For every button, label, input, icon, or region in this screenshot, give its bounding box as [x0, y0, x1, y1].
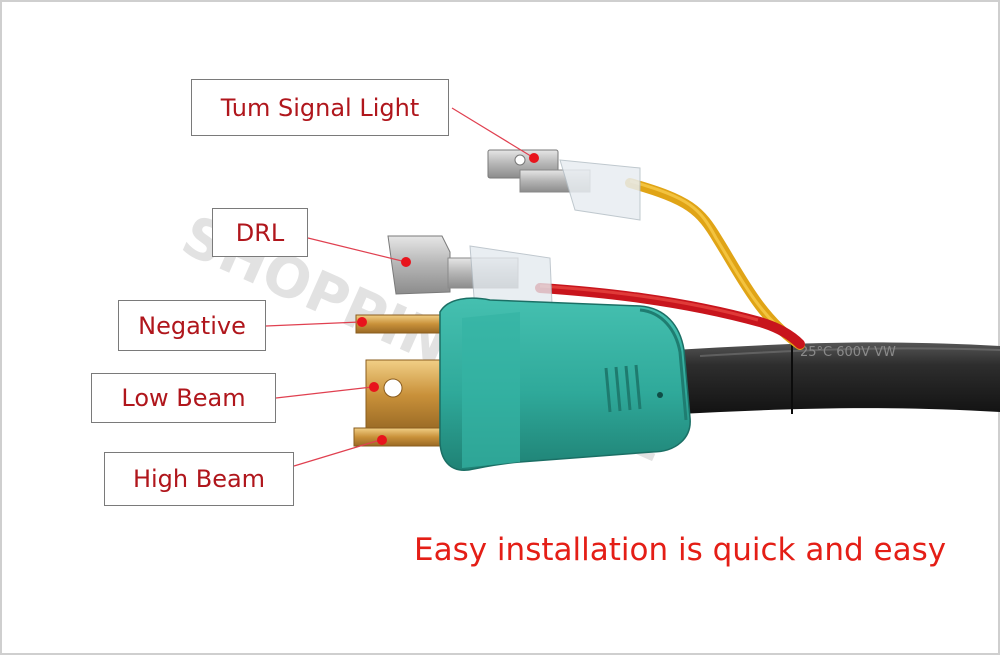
installation-caption: Easy installation is quick and easy [414, 532, 947, 568]
label-turn-signal-light: Tum Signal Light [191, 79, 449, 136]
main-cable [640, 342, 1000, 416]
pointer-dot-turn-signal [529, 153, 539, 163]
pointer-line-high-beam [293, 439, 381, 467]
teal-h4-connector [439, 297, 691, 471]
turn-signal-terminal [487, 149, 641, 221]
red-wire [535, 283, 805, 349]
pointer-dot-low-beam [369, 382, 379, 392]
pointer-dot-negative [357, 317, 367, 327]
cable-print: 25°C 600V VW [800, 345, 896, 360]
pointer-line-turn-signal [451, 107, 535, 159]
label-high-beam: High Beam [104, 452, 294, 506]
pointer-lines [265, 107, 535, 467]
pointer-line-negative [265, 321, 361, 327]
label-drl: DRL [212, 208, 308, 257]
connector-grip-ridges [604, 364, 642, 413]
pointer-dots [357, 153, 539, 445]
pointer-line-low-beam [275, 386, 373, 399]
label-low-beam: Low Beam [91, 373, 276, 423]
label-negative: Negative [118, 300, 266, 351]
cable-highlight [699, 347, 1000, 357]
pointer-line-drl [307, 237, 407, 263]
pointer-dot-high-beam [377, 435, 387, 445]
pointer-dot-drl [401, 257, 411, 267]
drl-terminal [387, 235, 553, 311]
